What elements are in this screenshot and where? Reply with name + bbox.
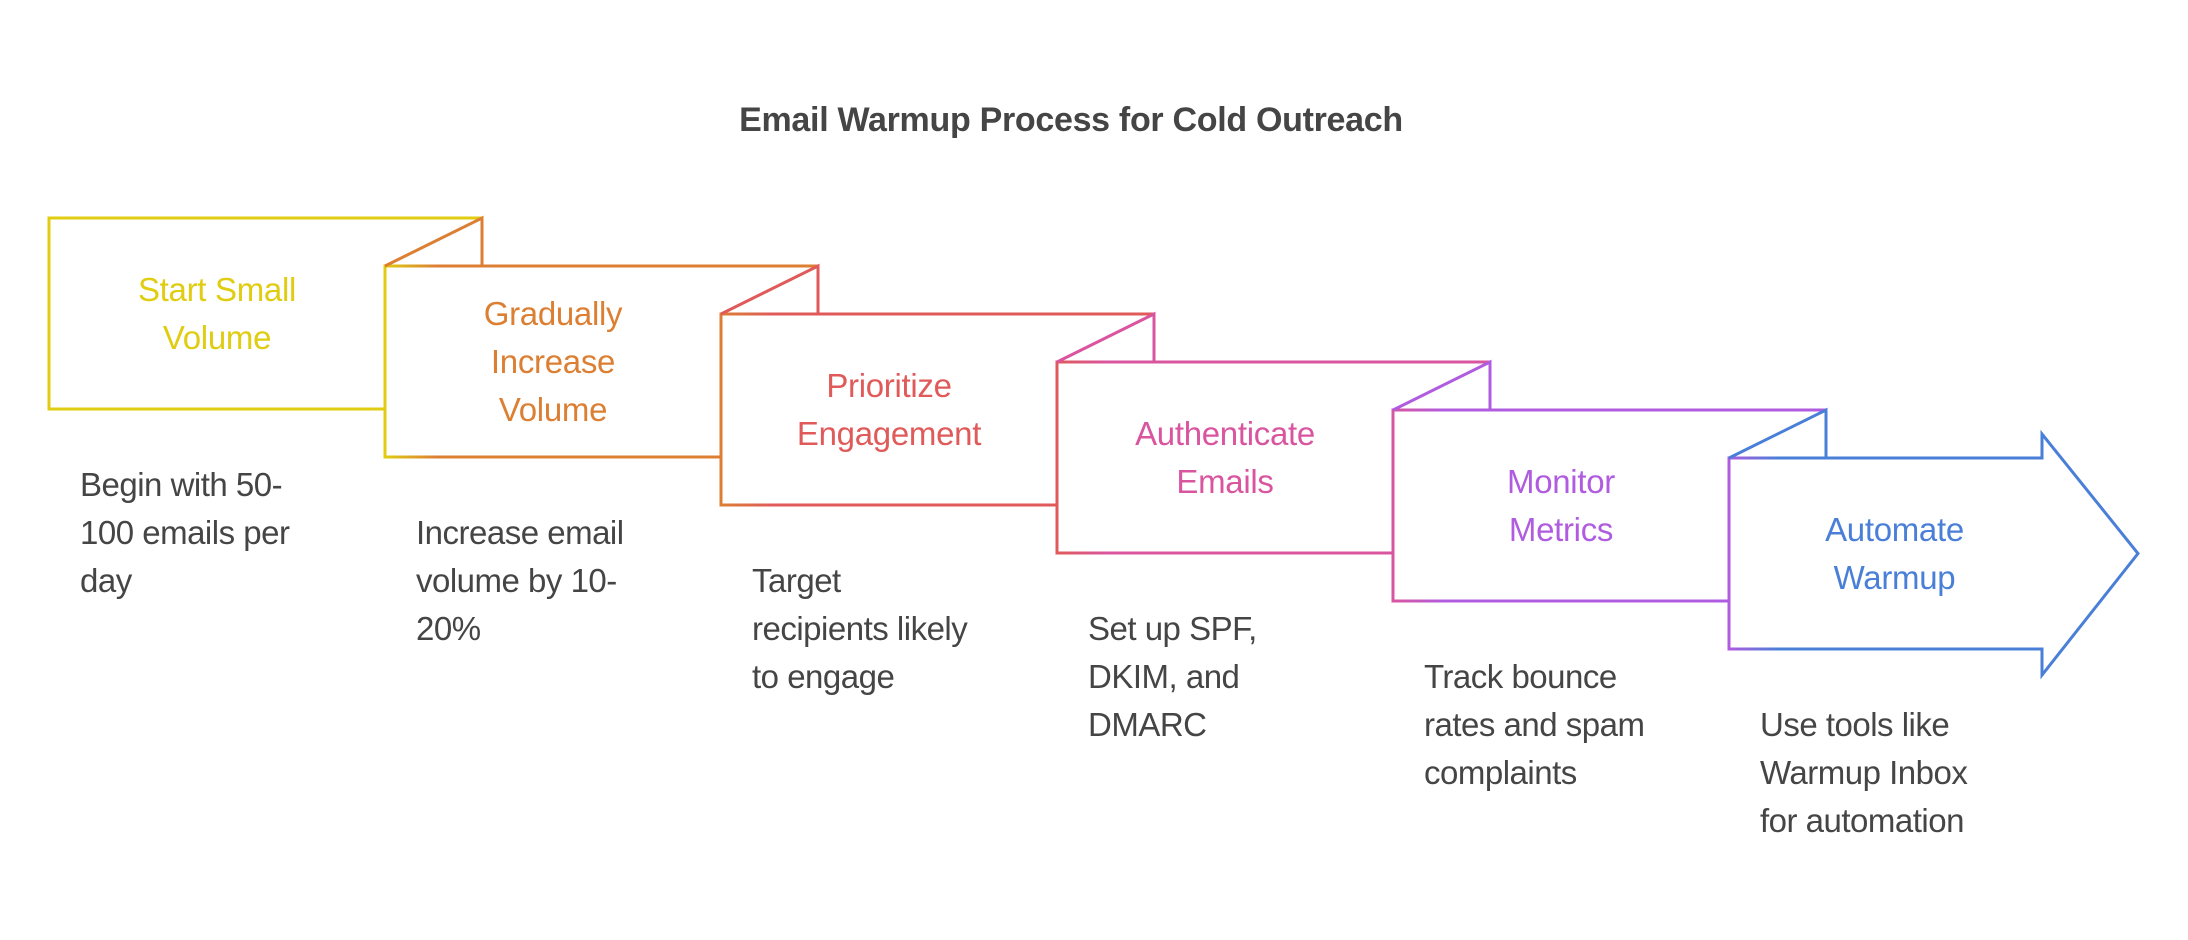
step-4-description-line-2: DKIM, and: [1088, 658, 1240, 695]
step-1-description-line-1: Begin with 50-: [80, 466, 283, 503]
step-6-label-line-1: Automate: [1825, 510, 1964, 548]
step-1-description-line-3: day: [80, 562, 132, 599]
step-5-description-line-3: complaints: [1424, 754, 1577, 791]
step-3-description-line-3: to engage: [752, 658, 895, 695]
step-1-label-line-2: Volume: [162, 318, 272, 356]
diagram-title: Email Warmup Process for Cold Outreach: [739, 101, 1403, 139]
step-1-description: Begin with 50- 100 emails per day: [80, 461, 290, 605]
step-3-label-line-1: Prioritize: [826, 366, 952, 404]
step-5-label-line-2: Metrics: [1508, 510, 1614, 548]
step-6-description-line-2: Warmup Inbox: [1760, 754, 1968, 791]
step-6-label: Automate Warmup: [1729, 458, 2060, 649]
step-3-box-shape: [719, 312, 1154, 507]
step-3-description-line-2: recipients likely: [752, 610, 968, 647]
step-6-description-line-3: for automation: [1760, 802, 1964, 839]
step-2-label: Gradually Increase Volume: [385, 266, 721, 457]
step-3-label: Prioritize Engagement: [721, 314, 1057, 505]
step-2-fold-shape: [384, 215, 484, 268]
step-5-box-shape: [1391, 408, 1826, 603]
step-5-fold-shape: [1392, 359, 1492, 412]
step-3-description-line-1: Target: [752, 562, 841, 599]
step-2-description: Increase email volume by 10- 20%: [416, 509, 624, 653]
step-5-label-line-1: Monitor: [1507, 462, 1615, 500]
step-5-label: Monitor Metrics: [1393, 410, 1729, 601]
step-2-description-line-3: 20%: [416, 610, 481, 647]
step-2-label-line-3: Volume: [498, 390, 608, 428]
step-6-label-line-2: Warmup: [1833, 558, 1956, 596]
step-5-description-line-1: Track bounce: [1424, 658, 1617, 695]
step-1-description-line-2: 100 emails per: [80, 514, 290, 551]
step-1-label-line-1: Start Small: [137, 270, 297, 308]
step-5-description-line-2: rates and spam: [1424, 706, 1645, 743]
step-1-label: Start Small Volume: [49, 218, 385, 409]
step-5-description: Track bounce rates and spam complaints: [1424, 653, 1645, 797]
step-4-label-line-1: Authenticate: [1135, 414, 1315, 452]
step-6-arrow-shape: [1727, 429, 2140, 680]
step-3-fold-shape: [720, 263, 820, 316]
step-4-box-shape: [1055, 360, 1490, 555]
step-2-description-line-1: Increase email: [416, 514, 624, 551]
step-3-label-line-2: Engagement: [796, 414, 982, 452]
step-4-description-line-3: DMARC: [1088, 706, 1207, 743]
step-4-label-line-2: Emails: [1176, 462, 1274, 500]
step-6-description-line-1: Use tools like: [1760, 706, 1950, 743]
step-6-description: Use tools like Warmup Inbox for automati…: [1760, 701, 1968, 845]
step-4-label: Authenticate Emails: [1057, 362, 1393, 553]
step-6-fold-shape: [1728, 407, 1828, 460]
step-2-label-line-2: Increase: [490, 342, 616, 380]
step-4-description: Set up SPF, DKIM, and DMARC: [1088, 605, 1257, 749]
step-1-box-shape: [47, 216, 482, 411]
step-4-fold-shape: [1056, 311, 1156, 364]
step-2-box-shape: [383, 264, 818, 459]
step-2-description-line-2: volume by 10-: [416, 562, 617, 599]
step-4-description-line-1: Set up SPF,: [1088, 610, 1257, 647]
step-3-description: Target recipients likely to engage: [752, 557, 968, 701]
step-2-label-line-1: Gradually: [483, 294, 623, 332]
